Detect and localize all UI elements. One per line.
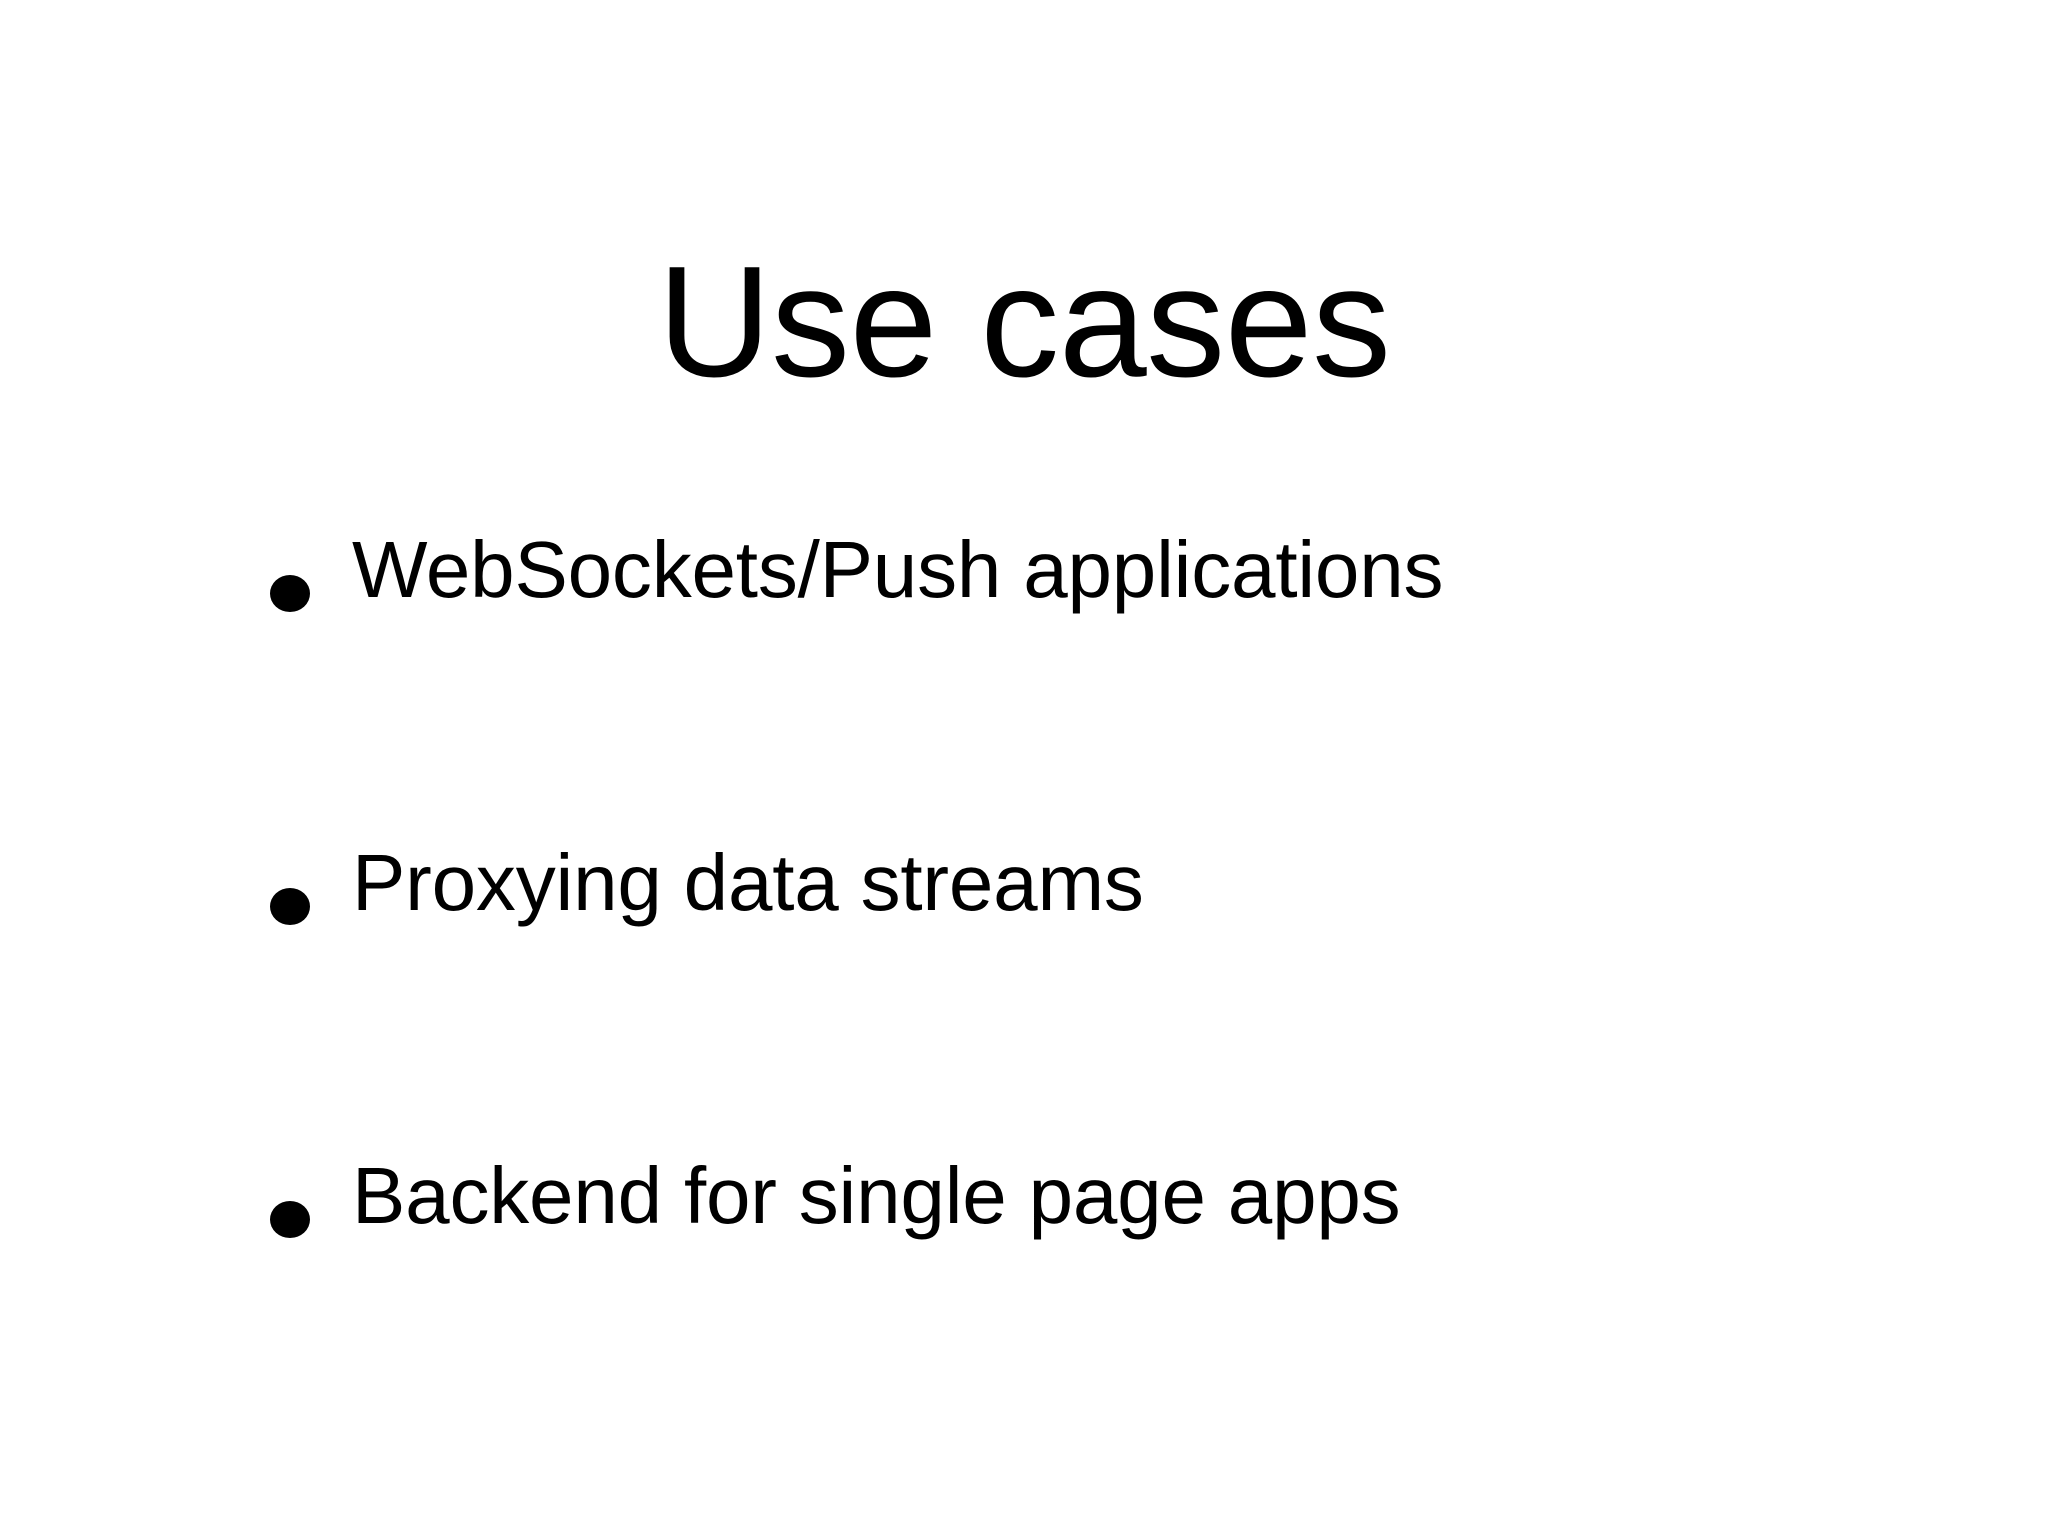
list-item: Proxying data streams [258, 833, 1858, 933]
list-item-label: WebSockets/Push applications [352, 525, 1444, 614]
list-item: Backend for single page apps [258, 1146, 1858, 1246]
bullet-dot-icon [270, 888, 310, 925]
bullet-dot-icon [270, 1201, 310, 1238]
list-item: WebSockets/Push applications [258, 520, 1858, 620]
list-item-label: Proxying data streams [352, 838, 1144, 927]
bullet-dot-icon [270, 575, 310, 612]
list-item-label: Backend for single page apps [352, 1151, 1401, 1240]
bullet-list: WebSockets/Push applications Proxying da… [258, 520, 1858, 1246]
slide-title: Use cases [657, 233, 1391, 410]
